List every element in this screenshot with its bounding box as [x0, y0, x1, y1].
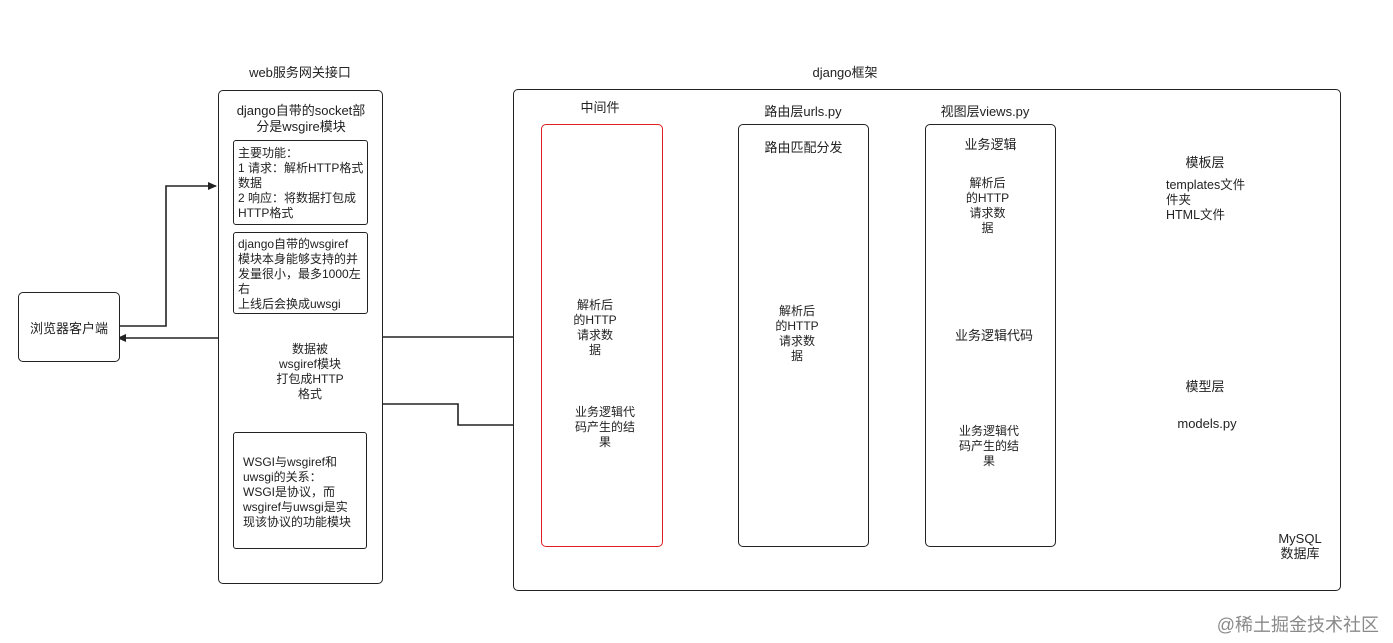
concurrency-note: django自带的wsgiref 模块本身能够支持的并 发量很小，最多1000左…	[238, 237, 361, 311]
views-subtitle: 业务逻辑	[964, 137, 1017, 152]
template-layer-content: templates文件 件夹 HTML文件	[1166, 178, 1246, 222]
arrow-middleware-result-to-wsgi	[359, 400, 558, 426]
mysql-database: MySQL 数据库	[1278, 531, 1322, 561]
watermark: @稀土掘金技术社区	[1216, 615, 1379, 635]
model-layer-title: 模型层	[1185, 379, 1225, 394]
views-box	[925, 124, 1056, 547]
template-layer-title: 模板层	[1185, 155, 1225, 170]
arrow-browser-to-wsgi	[118, 182, 217, 327]
views-result-text: 业务逻辑代 码产生的结 果	[958, 423, 1019, 468]
routing-title: 路由层urls.py	[764, 104, 842, 119]
views-parsed-text: 解析后 的HTTP 请求数 据	[965, 176, 1010, 235]
middleware-box	[541, 124, 663, 547]
middleware-title: 中间件	[580, 100, 620, 115]
middleware-result-text: 业务逻辑代 码产生的结 果	[574, 404, 635, 449]
functions-note-box	[233, 140, 368, 225]
django-title: django框架	[812, 65, 878, 80]
relation-note-box	[233, 432, 367, 549]
concurrency-note-box	[233, 232, 368, 314]
wsgi-packed-cloud-text: 数据被 wsgiref模块 打包成HTTP 格式	[276, 342, 344, 401]
functions-note: 主要功能： 1 请求：解析HTTP格式 数据 2 响应：将数据打包成 HTTP格…	[238, 146, 364, 220]
relation-note: WSGI与wsgiref和 uwsgi的关系： WSGI是协议，而 wsgire…	[243, 455, 352, 529]
middleware-parsed-text: 解析后 的HTTP 请求数 据	[573, 298, 617, 357]
browser-client: 浏览器客户端	[18, 292, 120, 362]
routing-subtitle: 路由匹配分发	[764, 140, 843, 155]
wsgi-container-title: django自带的socket部 分是wsgire模块	[236, 103, 366, 134]
logic-code-text: 业务逻辑代码	[954, 327, 1033, 343]
model-layer-content: models.py	[1177, 415, 1237, 431]
wsgi-section-title: web服务网关接口	[249, 65, 351, 80]
routing-parsed-text: 解析后 的HTTP 请求数 据	[775, 304, 819, 363]
views-title: 视图层views.py	[940, 104, 1030, 119]
routing-box	[738, 124, 869, 547]
